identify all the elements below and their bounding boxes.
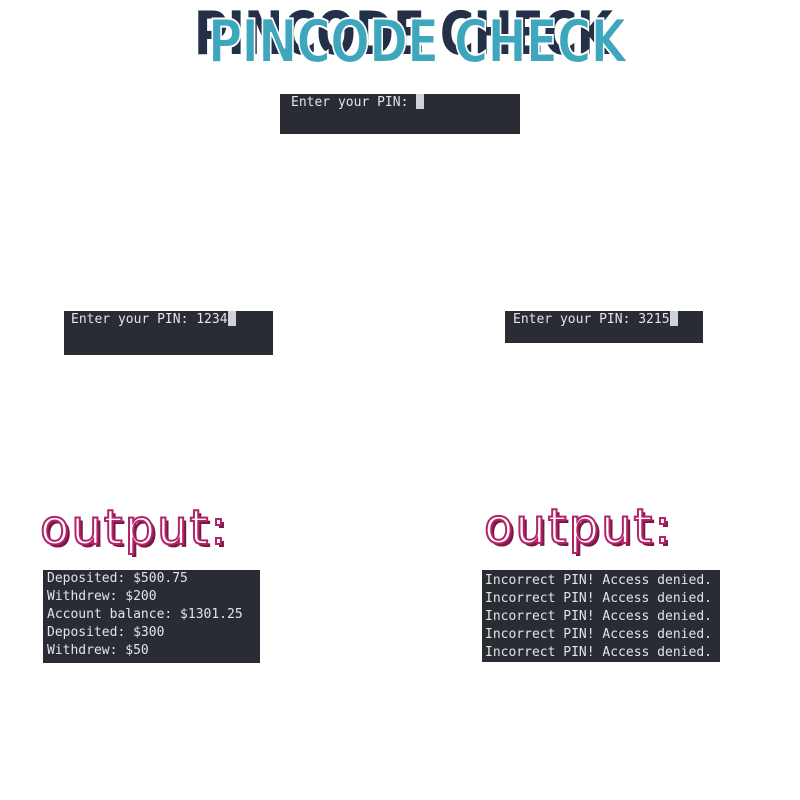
pin-prompt-incorrect: Enter your PIN: 3215 xyxy=(513,312,670,327)
output-line: Deposited: $500.75 xyxy=(47,571,188,586)
incorrect-pin-terminal[interactable]: Enter your PIN: 3215 xyxy=(505,311,703,343)
pin-prompt-line: Enter your PIN: xyxy=(291,94,520,112)
output-line: Incorrect PIN! Access denied. xyxy=(485,627,712,642)
text-cursor xyxy=(227,311,236,326)
page-title: PINCODE CHECK PINCODE CHECK xyxy=(0,0,800,90)
pin-prompt-line: Enter your PIN: 1234 xyxy=(71,311,273,329)
output-line: Withdrew: $50 xyxy=(47,643,149,658)
output-line: Incorrect PIN! Access denied. xyxy=(485,609,712,624)
output-line: Withdrew: $200 xyxy=(47,589,157,604)
output-terminal-left: Deposited: $500.75 Withdrew: $200 Accoun… xyxy=(43,570,260,663)
output-line: Incorrect PIN! Access denied. xyxy=(485,573,712,588)
output-heading-left: output: xyxy=(39,499,229,557)
title-text: PINCODE CHECK xyxy=(207,7,627,77)
correct-pin-terminal[interactable]: Enter your PIN: 1234 xyxy=(64,311,273,355)
pin-prompt: Enter your PIN: xyxy=(291,95,417,110)
text-cursor xyxy=(669,311,678,326)
output-line: Account balance: $1301.25 xyxy=(47,607,243,622)
output-line: Deposited: $300 xyxy=(47,625,165,640)
output-heading-right: output: xyxy=(483,498,673,556)
output-line: Incorrect PIN! Access denied. xyxy=(485,591,712,606)
pin-prompt-line: Enter your PIN: 3215 xyxy=(513,311,703,329)
output-line: Incorrect PIN! Access denied. xyxy=(485,645,712,660)
text-cursor xyxy=(416,94,425,109)
pin-prompt-correct: Enter your PIN: 1234 xyxy=(71,312,228,327)
output-terminal-right: Incorrect PIN! Access denied. Incorrect … xyxy=(482,570,720,662)
pin-entry-terminal[interactable]: Enter your PIN: xyxy=(280,94,520,134)
title-shadow: PINCODE CHECK xyxy=(194,0,613,69)
